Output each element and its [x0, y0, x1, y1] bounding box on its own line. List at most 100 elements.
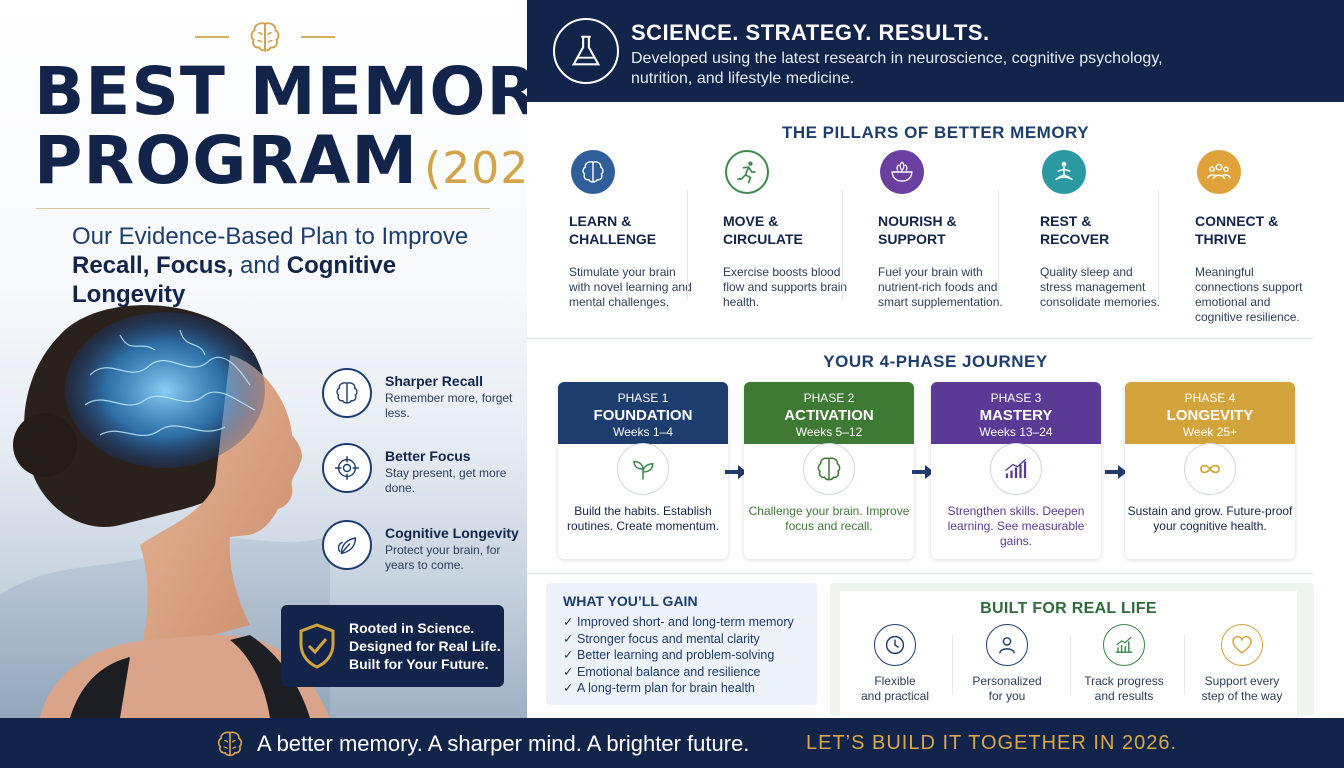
- brain-icon: [336, 382, 358, 404]
- benefit-cognitive-longevity: Cognitive Longevity Protect your brain, …: [322, 520, 522, 576]
- phase-header: PHASE 4 LONGEVITY Week 25+: [1125, 382, 1295, 444]
- badge-line-3: Built for Your Future.: [349, 656, 489, 672]
- phase-card-activation: PHASE 2 ACTIVATION Weeks 5–12 Challenge …: [744, 382, 914, 559]
- badge-line-1: Rooted in Science.: [349, 620, 475, 636]
- badge-line-2: Designed for Real Life.: [349, 638, 501, 654]
- brain-icon: [217, 731, 243, 757]
- title-divider: [36, 208, 490, 209]
- ornament-line-right: [301, 36, 335, 38]
- subtitle-line-2: Recall, Focus, and Cognitive Longevity: [72, 251, 512, 309]
- brain-icon: [250, 22, 280, 52]
- title-ornament: [195, 18, 335, 56]
- benefit-icon-circle: [322, 520, 372, 570]
- running-icon: [737, 161, 756, 184]
- leaf-icon: [337, 537, 357, 555]
- pillar-desc: Fuel your brain with nutrient-rich foods…: [878, 265, 1003, 309]
- title-program: PROGRAM: [34, 122, 419, 199]
- subtitle-longevity: Cognitive Longevity: [72, 252, 397, 308]
- pillar-icon-circle: [725, 150, 769, 194]
- phase-weeks: Weeks 1–4: [613, 425, 673, 439]
- real-life-item-support: Support every step of the way: [1187, 624, 1297, 704]
- hero-subtitle: Our Evidence-Based Plan to Improve Recal…: [72, 222, 512, 309]
- pillar-desc: Quality sleep and stress management cons…: [1040, 265, 1161, 309]
- pillar-title: REST & RECOVER: [1040, 213, 1110, 247]
- section-divider: [527, 338, 1313, 339]
- brain-icon: [817, 457, 841, 481]
- phase-name: MASTERY: [979, 407, 1053, 424]
- shield-check-icon: [299, 623, 335, 669]
- phase-icon-circle: [803, 443, 855, 495]
- header-desc: Developed using the latest research in n…: [631, 50, 1163, 87]
- check-icon: ✓: [563, 664, 574, 679]
- check-icon: ✓: [563, 615, 574, 629]
- check-icon: ✓: [563, 631, 574, 646]
- real-life-divider: [1070, 635, 1071, 695]
- meditation-icon: [1055, 161, 1073, 181]
- infinity-icon: [1200, 464, 1220, 474]
- bowl-icon: [891, 161, 913, 182]
- real-life-item-flexible: Flexible and practical: [840, 624, 950, 704]
- subtitle-line-1: Our Evidence-Based Plan to Improve: [72, 223, 469, 250]
- gain-item-text: Stronger focus and mental clarity: [577, 631, 760, 646]
- pillar-icon-circle: [1197, 150, 1241, 194]
- heart-icon: [1232, 635, 1252, 654]
- hero-panel: BEST MEMORY PROGRAM(2026) Our Evidence-B…: [0, 0, 527, 718]
- pillar-divider: [687, 190, 688, 300]
- gain-panel: WHAT YOU’LL GAIN ✓Improved short- and lo…: [546, 583, 817, 705]
- pillar-desc: Exercise boosts blood flow and supports …: [723, 265, 848, 309]
- footer-tagline: A better memory. A sharper mind. A brigh…: [257, 731, 750, 756]
- subtitle-recall-focus: Recall, Focus,: [72, 252, 234, 279]
- phase-header: PHASE 2 ACTIVATION Weeks 5–12: [744, 382, 914, 444]
- gain-item-text: Emotional balance and resilience: [577, 664, 761, 679]
- real-life-icon-circle: [986, 624, 1028, 666]
- target-icon: [335, 456, 359, 480]
- header-title: SCIENCE. STRATEGY. RESULTS.: [631, 20, 990, 45]
- phase-weeks: Weeks 13–24: [979, 425, 1053, 439]
- pillar-move: MOVE & CIRCULATE Exercise boosts blood f…: [723, 150, 848, 310]
- pillar-learn: LEARN & CHALLENGE Stimulate your brain w…: [569, 150, 694, 310]
- list-item: ✓Better learning and problem-solving: [563, 647, 794, 664]
- benefit-title: Better Focus: [385, 448, 471, 464]
- arrow-right-icon: [725, 465, 747, 479]
- real-life-icon-circle: [1221, 624, 1263, 666]
- pillar-icon-circle: [1042, 150, 1086, 194]
- pillar-desc: Meaningful connections support emotional…: [1195, 265, 1303, 324]
- clock-icon: [885, 635, 905, 655]
- pillars-title: THE PILLARS OF BETTER MEMORY: [781, 123, 1090, 142]
- phase-desc: Challenge your brain. Improve focus and …: [748, 504, 910, 533]
- arrow-right-icon: [1105, 465, 1127, 479]
- phase-card-mastery: PHASE 3 MASTERY Weeks 13–24 Strengthen s…: [931, 382, 1101, 559]
- list-item: ✓Stronger focus and mental clarity: [563, 631, 794, 648]
- phase-icon-circle: [990, 443, 1042, 495]
- phase-name: FOUNDATION: [593, 407, 693, 424]
- list-item: ✓Emotional balance and resilience: [563, 664, 794, 681]
- phase-icon-circle: [1184, 443, 1236, 495]
- real-life-inner: BUILT FOR REAL LIFE Flexible and practic…: [840, 591, 1297, 716]
- title-year: (2026): [424, 143, 527, 194]
- benefit-better-focus: Better Focus Stay present, get more done…: [322, 443, 522, 499]
- phase-header: PHASE 1 FOUNDATION Weeks 1–4: [558, 382, 728, 444]
- flask-icon-circle: [553, 18, 619, 84]
- person-icon: [999, 637, 1015, 654]
- section-divider: [527, 573, 1313, 574]
- benefit-title: Cognitive Longevity: [385, 525, 519, 541]
- phase-number: PHASE 2: [803, 391, 855, 405]
- real-life-divider: [1184, 635, 1185, 695]
- phase-card-foundation: PHASE 1 FOUNDATION Weeks 1–4 Build the h…: [558, 382, 728, 559]
- title-line-2: PROGRAM(2026): [34, 126, 527, 204]
- check-icon: ✓: [563, 681, 574, 695]
- pillar-divider: [998, 190, 999, 300]
- real-life-label: Support every step of the way: [1201, 674, 1283, 703]
- pillar-title: NOURISH & SUPPORT: [878, 213, 957, 247]
- benefit-desc: Remember more, forget less.: [385, 391, 513, 420]
- real-life-item-track: Track progress and results: [1069, 624, 1179, 704]
- real-life-panel: BUILT FOR REAL LIFE Flexible and practic…: [830, 583, 1314, 716]
- footer-cta: LET’S BUILD IT TOGETHER IN 2026.: [806, 732, 1178, 754]
- real-life-label: Flexible and practical: [860, 674, 930, 703]
- gain-item-text: Improved short- and long-term memory: [577, 615, 794, 629]
- title-line-1: BEST MEMORY: [34, 53, 527, 130]
- phase-weeks: Weeks 5–12: [795, 425, 863, 439]
- gain-list: ✓Improved short- and long-term memory ✓S…: [563, 614, 794, 697]
- pillar-rest: REST & RECOVER Quality sleep and stress …: [1040, 150, 1165, 310]
- footer-banner: A better memory. A sharper mind. A brigh…: [0, 718, 1344, 768]
